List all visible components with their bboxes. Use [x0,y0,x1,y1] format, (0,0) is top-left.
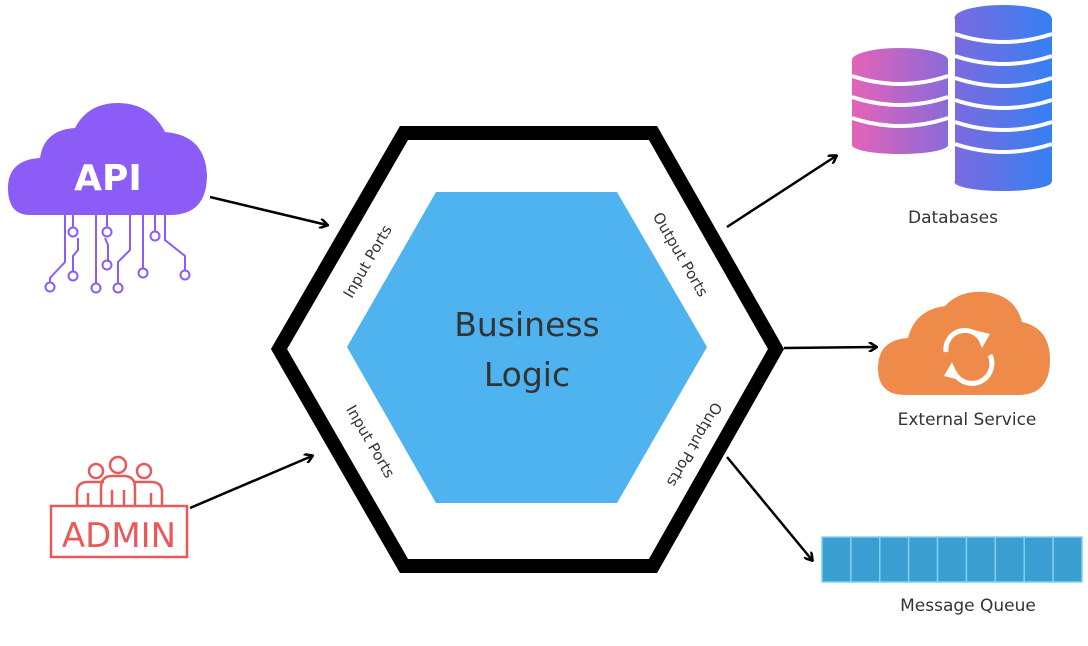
database-stack-icon [851,5,1053,191]
queue-cell [965,536,997,583]
queue-icon [821,536,1083,583]
team-icon [49,455,189,559]
business-logic-label-2: Logic [484,355,570,394]
arrow-output-to-external [783,347,876,348]
arrow-output-to-databases [726,156,836,229]
arrow-output-to-queue [726,456,812,560]
admin-label: ADMIN [62,516,176,556]
cloud-sync-icon [878,291,1050,395]
arrow-admin-to-input [189,456,312,510]
api-label: API [74,158,142,199]
business-logic-label: Business [454,305,600,344]
databases-label: Databases [908,208,998,228]
queue-cell [1052,536,1083,583]
cloud-circuit-icon: API [8,103,207,294]
arrow-api-to-input [209,195,327,225]
queue-cell [1023,536,1054,583]
message-queue-label: Message Queue [900,596,1036,616]
queue-cell [907,536,939,583]
queue-cell [936,536,968,583]
queue-cell [821,536,852,583]
queue-cell [850,536,881,583]
queue-cell [994,536,1025,583]
external-service-label: External Service [898,410,1037,430]
queue-cell [879,536,910,583]
business-logic-hexagon [347,192,707,503]
